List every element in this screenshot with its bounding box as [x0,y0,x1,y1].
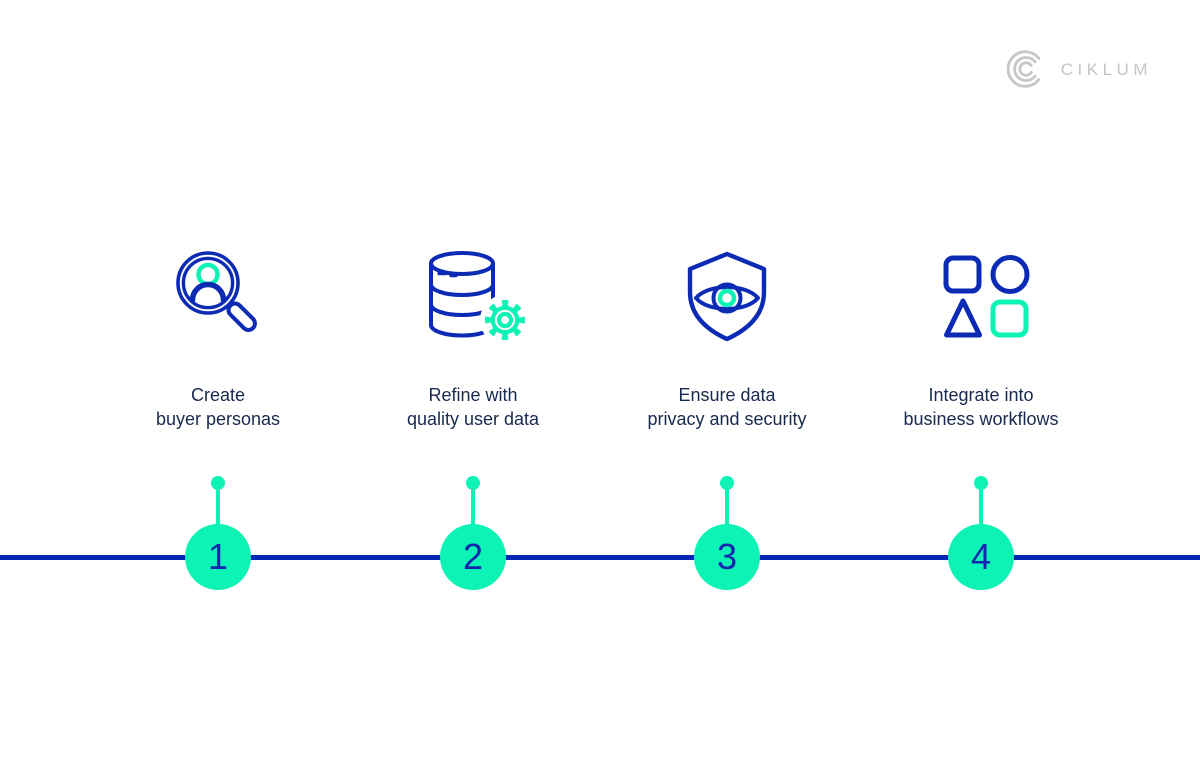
step-label-line1: Integrate into [928,385,1034,405]
brand-name: CIKLUM [1060,60,1152,79]
step-number: 3 [716,536,738,577]
database-gear-icon [346,246,600,346]
step-column-3: Ensure data privacy and security [600,246,854,431]
timeline-node-4: 4 [948,524,1014,590]
timeline-dot [211,476,225,490]
timeline-dot [720,476,734,490]
step-column-2: Refine with quality user data [346,246,600,431]
timeline-stem [725,488,729,526]
timeline-dot [466,476,480,490]
step-label-line2: privacy and security [647,409,807,429]
step-number: 2 [462,536,484,577]
step-label-line1: Refine with [428,385,518,405]
step-label: Create buyer personas [91,383,345,431]
step-number: 1 [207,536,229,577]
brand-logo: CIKLUM [1003,46,1152,92]
timeline-stem [471,488,475,526]
shapes-icon [854,246,1108,346]
step-label-line2: buyer personas [155,409,281,429]
step-label: Integrate into business workflows [854,383,1108,431]
step-number: 4 [970,536,992,577]
timeline-dot [974,476,988,490]
timeline-node-3: 3 [694,524,760,590]
step-label-line1: Create [190,385,246,405]
step-column-4: Integrate into business workflows [854,246,1108,431]
step-column-1: Create buyer personas [91,246,345,431]
timeline-stem [216,488,220,526]
timeline-stem [979,488,983,526]
step-label-line1: Ensure data [678,385,776,405]
step-label-line2: business workflows [903,409,1059,429]
magnifier-user-icon [91,246,345,346]
step-label-line2: quality user data [406,409,540,429]
timeline-node-1: 1 [185,524,251,590]
timeline-line [0,555,1200,560]
ciklum-logo-icon [1006,50,1041,88]
timeline-node-2: 2 [440,524,506,590]
step-label: Refine with quality user data [346,383,600,431]
step-label: Ensure data privacy and security [600,383,854,431]
shield-eye-icon [600,246,854,346]
